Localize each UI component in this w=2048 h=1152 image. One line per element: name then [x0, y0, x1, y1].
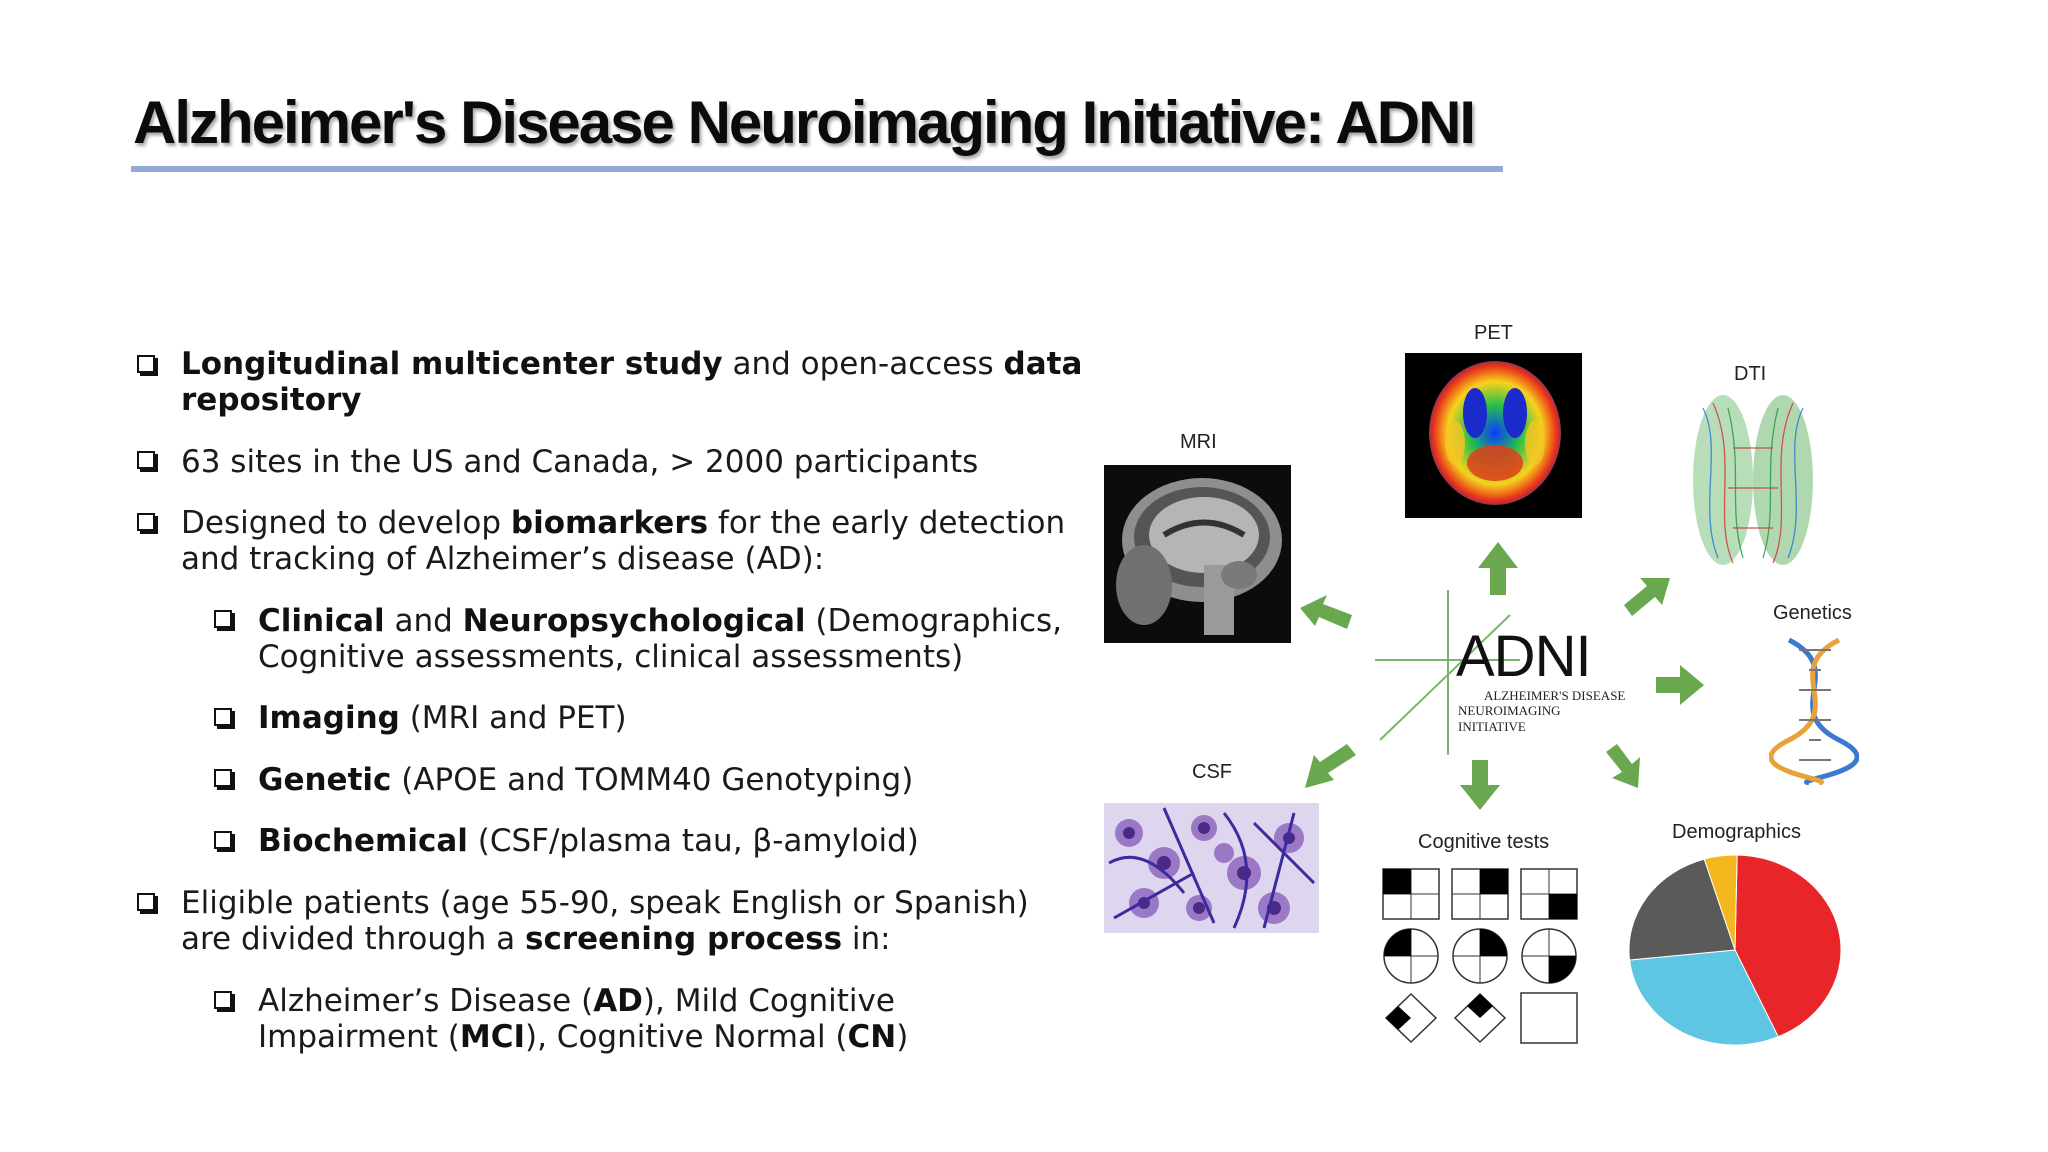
dna-helix-image: [1769, 635, 1859, 785]
subbullet-genetic: Genetic (APOE and TOMM40 Genotyping): [258, 762, 914, 798]
checkbox-bullet-icon: [137, 451, 155, 469]
arrow-right-genetics: [1656, 665, 1704, 705]
arrow-upright-dti: [1624, 578, 1670, 616]
dti-tractography-image: [1683, 388, 1823, 573]
csf-cells-image: [1104, 803, 1319, 933]
bullet-longitudinal: Longitudinal multicenter study and open-…: [181, 346, 1083, 418]
pet-scan-image: [1405, 353, 1582, 518]
subbullet-clinical: Clinical and Neuropsychological (Demogra…: [258, 603, 1063, 675]
checkbox-bullet-icon: [214, 769, 232, 787]
checkbox-bullet-icon: [214, 991, 232, 1009]
pet-label: PET: [1474, 322, 1513, 344]
arrow-down-cognitive: [1460, 760, 1500, 810]
pie-slice-gray: [1628, 858, 1736, 961]
checkbox-bullet-icon: [214, 708, 232, 726]
dti-label: DTI: [1734, 363, 1767, 385]
cognitive-tests-label: Cognitive tests: [1418, 831, 1550, 853]
demographics-label: Demographics: [1672, 821, 1801, 843]
checkbox-bullet-icon: [137, 355, 155, 373]
arrow-up-pet: [1478, 542, 1518, 595]
subbullet-groups: Alzheimer’s Disease (AD), Mild Cognitive…: [258, 983, 909, 1055]
checkbox-bullet-icon: [137, 893, 155, 911]
slide-title: Alzheimer's Disease Neuroimaging Initiat…: [133, 89, 1476, 156]
cognitive-tests-image: [1378, 866, 1583, 1048]
genetics-label: Genetics: [1773, 602, 1852, 624]
checkbox-bullet-icon: [214, 831, 232, 849]
csf-label: CSF: [1192, 761, 1232, 783]
bullet-eligible: Eligible patients (age 55-90, speak Engl…: [181, 885, 1029, 957]
subbullet-imaging: Imaging (MRI and PET): [258, 700, 627, 736]
checkbox-bullet-icon: [214, 610, 232, 628]
mri-label: MRI: [1180, 431, 1217, 453]
bullet-sites: 63 sites in the US and Canada, > 2000 pa…: [181, 444, 979, 480]
arrow-left-mri: [1300, 595, 1352, 629]
adni-logo-text: ADNI: [1456, 624, 1592, 689]
diagram-arrows: [1300, 542, 1704, 810]
checkbox-bullet-icon: [137, 513, 155, 531]
subbullet-biochemical: Biochemical (CSF/plasma tau, β-amyloid): [258, 823, 919, 859]
title-underline: [131, 166, 1503, 172]
pie-slice-blue: [1629, 949, 1779, 1046]
adni-logo: ADNI ALZHEIMER'S DISEASE NEUROIMAGING IN…: [1370, 585, 1630, 785]
pie-slice-red: [1734, 854, 1842, 1038]
adni-logo-sub2: NEUROIMAGING INITIATIVE: [1458, 703, 1561, 734]
mri-scan-image: [1104, 465, 1291, 643]
demographics-pie-chart: [1625, 850, 1845, 1050]
adni-logo-sub1: ALZHEIMER'S DISEASE: [1484, 688, 1626, 703]
pie-slice-yellow: [1703, 854, 1738, 951]
bullet-biomarkers: Designed to develop biomarkers for the e…: [181, 505, 1066, 577]
arrow-downright-demo: [1606, 744, 1640, 788]
arrow-downleft-csf: [1305, 744, 1356, 788]
